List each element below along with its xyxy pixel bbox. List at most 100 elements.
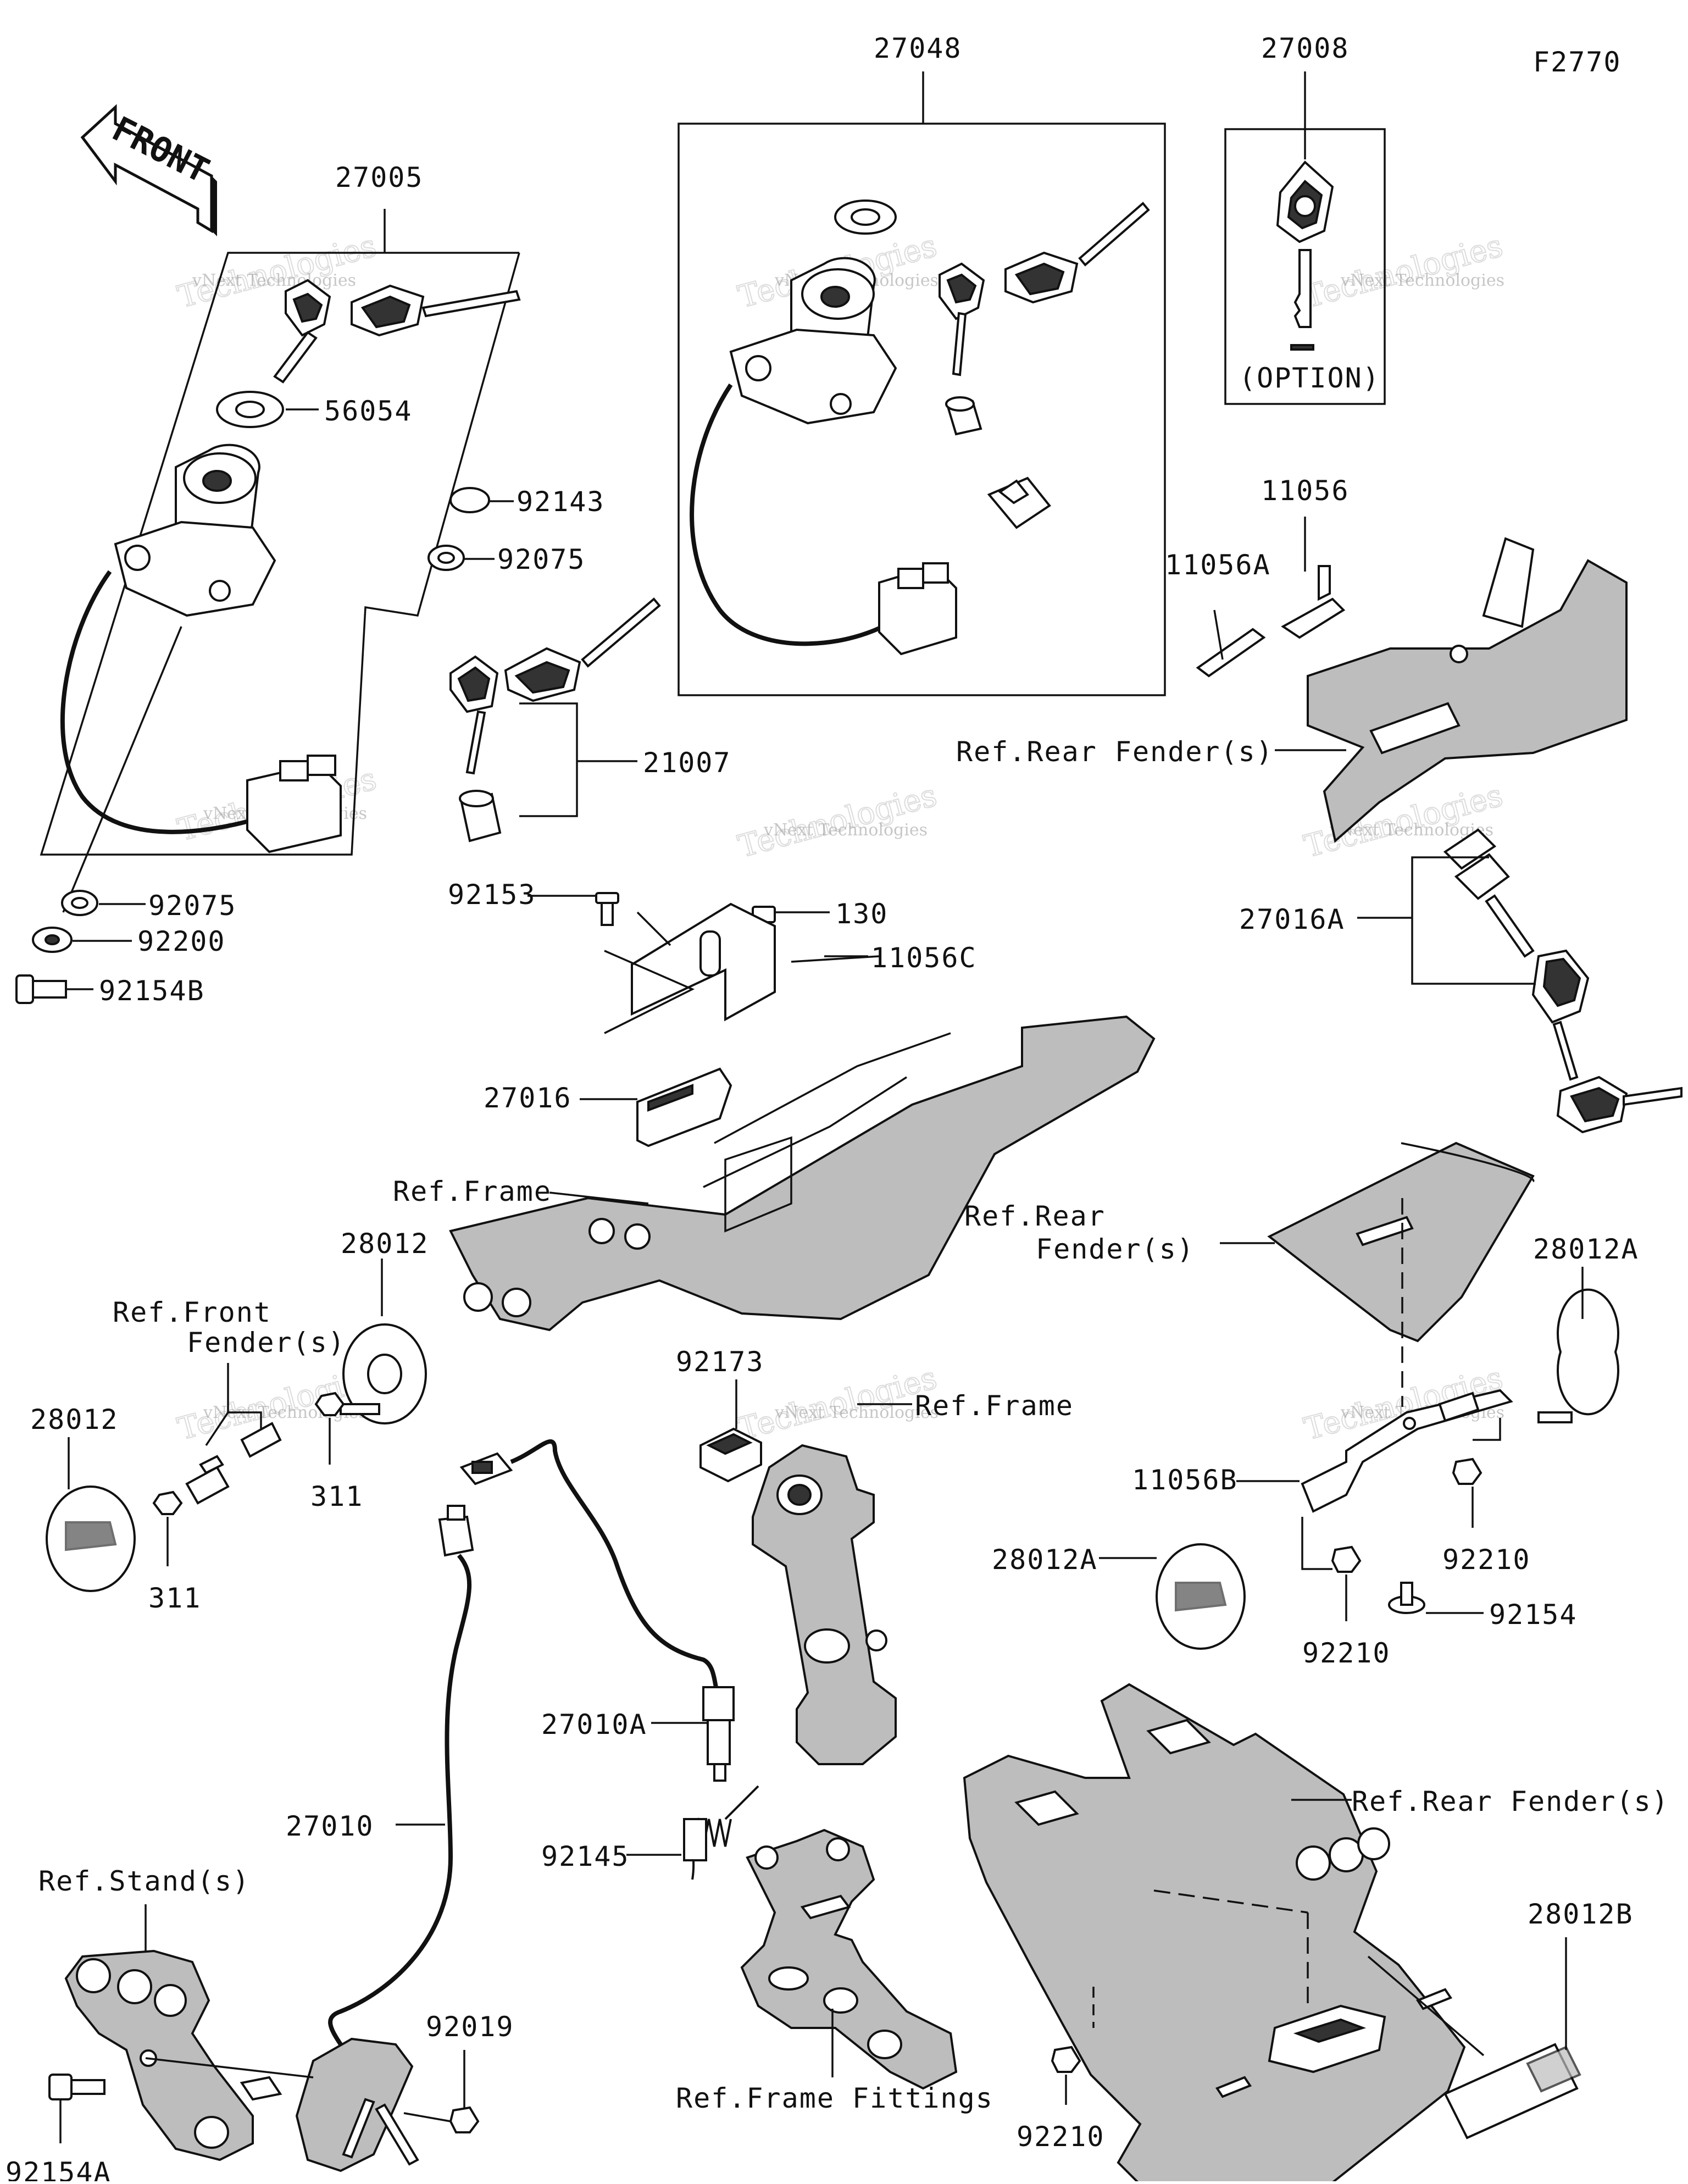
label-92154b: 92154B — [99, 975, 205, 1007]
label-11056: 11056 — [1261, 475, 1350, 507]
label-28012-2: 28012 — [30, 1404, 119, 1435]
clip-icon — [636, 1067, 732, 1148]
rear-fender-icon — [1307, 537, 1628, 843]
label-92075-b: 92075 — [148, 890, 237, 922]
label-92154: 92154 — [1489, 1599, 1578, 1631]
label-92145: 92145 — [541, 1841, 630, 1872]
switch-icon — [240, 2037, 419, 2172]
label-92210-3: 92210 — [1017, 2121, 1105, 2153]
label-ref-rear-fender-2b: Fender(s) — [1036, 1233, 1195, 1265]
frame-fitting-icon — [740, 1828, 958, 2090]
label-ref-front-fender-a: Ref.Front — [113, 1296, 271, 1328]
bolt-icon — [1388, 1582, 1425, 1614]
wire-harness-icon — [328, 1505, 474, 2046]
lock-cylinder-icon — [945, 396, 982, 436]
label-130: 130 — [835, 898, 888, 930]
key-icon — [449, 597, 661, 775]
label-27010a: 27010A — [541, 1709, 647, 1740]
stud-icon — [185, 1422, 282, 1505]
label-21007: 21007 — [643, 747, 731, 779]
bracket-icon — [1301, 1389, 1513, 1513]
watermark-text: vNext Technologies — [1340, 271, 1504, 290]
label-27048: 27048 — [874, 32, 962, 64]
label-28012b: 28012B — [1528, 1898, 1634, 1930]
nut-icon — [449, 2106, 480, 2133]
connector-icon — [246, 755, 342, 853]
label-ref-rear-fender-1: Ref.Rear Fender(s) — [956, 736, 1274, 768]
nut-icon — [152, 1490, 183, 1515]
grommet-icon — [699, 1427, 762, 1483]
ignition-switch-icon — [729, 257, 897, 425]
label-311-1: 311 — [310, 1481, 363, 1512]
label-ref-frame-fittings: Ref.Frame Fittings — [676, 2082, 993, 2114]
label-92019: 92019 — [426, 2011, 514, 2043]
label-11056a: 11056A — [1165, 549, 1271, 581]
option-key-27008 — [1224, 71, 1386, 405]
bolt-icon — [48, 2074, 106, 2100]
label-11056c: 11056C — [871, 942, 977, 974]
lock-cap-icon — [987, 476, 1051, 529]
front-arrow-icon: FRONT — [80, 104, 217, 236]
label-27008: 27008 — [1261, 32, 1350, 64]
watermark-text: vNext Technologies — [763, 821, 928, 840]
key-icon — [1276, 160, 1334, 328]
label-ref-stands: Ref.Stand(s) — [38, 1865, 250, 1897]
label-56054: 56054 — [324, 395, 413, 427]
nut-icon — [314, 1392, 345, 1416]
label-ref-frame-2: Ref.Frame — [915, 1390, 1074, 1422]
ignition-set-27005 — [40, 209, 521, 913]
ignition-set-27048 — [678, 71, 1166, 696]
label-ref-rear-fender-2a: Ref.Rear — [964, 1200, 1106, 1232]
label-92210-2: 92210 — [1302, 1637, 1391, 1669]
rear-fender-icon — [1267, 1141, 1535, 1343]
lock-cylinder-icon — [459, 790, 502, 842]
label-92154a: 92154A — [5, 2157, 112, 2181]
nut-icon — [1452, 1457, 1482, 1485]
label-27016a: 27016A — [1239, 903, 1345, 935]
label-ref-front-fender-b: Fender(s) — [187, 1327, 346, 1359]
ignition-switch-icon — [114, 444, 276, 617]
label-28012-1: 28012 — [341, 1228, 429, 1260]
bracket-icon — [631, 902, 776, 1022]
label-92143: 92143 — [517, 486, 605, 518]
reflector-icon — [1537, 1288, 1619, 1423]
watermark-text: vNext Technologies — [774, 1403, 939, 1422]
bolt-icon — [15, 974, 67, 1004]
label-311-2: 311 — [148, 1582, 201, 1614]
label-27010: 27010 — [286, 1810, 374, 1842]
nut-icon — [1331, 1545, 1362, 1573]
frame-icon — [449, 1015, 1156, 1332]
key-icon — [1485, 894, 1683, 1134]
label-27016: 27016 — [484, 1082, 572, 1114]
reflector-icon — [1156, 1543, 1246, 1650]
label-28012a-1: 28012A — [1533, 1233, 1639, 1265]
key-icon — [273, 279, 521, 384]
spring-icon — [683, 1785, 759, 1880]
option-label: (OPTION) — [1239, 362, 1380, 394]
label-92153: 92153 — [448, 879, 536, 911]
lock-cylinder-icon — [1443, 828, 1510, 900]
label-28012a-2: 28012A — [992, 1544, 1098, 1576]
rear-fender-icon — [963, 1683, 1466, 2184]
label-ref-frame-1: Ref.Frame — [393, 1176, 552, 1207]
clip-icon — [1196, 628, 1266, 678]
label-92210-1: 92210 — [1442, 1544, 1531, 1576]
label-27005: 27005 — [335, 162, 424, 193]
connector-icon — [878, 562, 957, 656]
reflector-icon — [1443, 2043, 1581, 2139]
label-92075-a: 92075 — [497, 544, 586, 575]
bracket-icon — [1281, 565, 1346, 639]
reflector-icon — [340, 1323, 427, 1424]
nut-icon — [1051, 2046, 1081, 2073]
label-ref-rear-fender-3: Ref.Rear Fender(s) — [1352, 1786, 1669, 1817]
frame-icon — [752, 1444, 897, 1765]
diagram-id: F2770 — [1533, 46, 1622, 78]
key-icon — [939, 202, 1150, 376]
label-11056b: 11056B — [1132, 1464, 1238, 1496]
wire-harness-icon — [459, 1439, 735, 1782]
reflector-icon — [46, 1485, 136, 1592]
washer-icon — [449, 487, 490, 513]
label-92173: 92173 — [676, 1346, 764, 1378]
